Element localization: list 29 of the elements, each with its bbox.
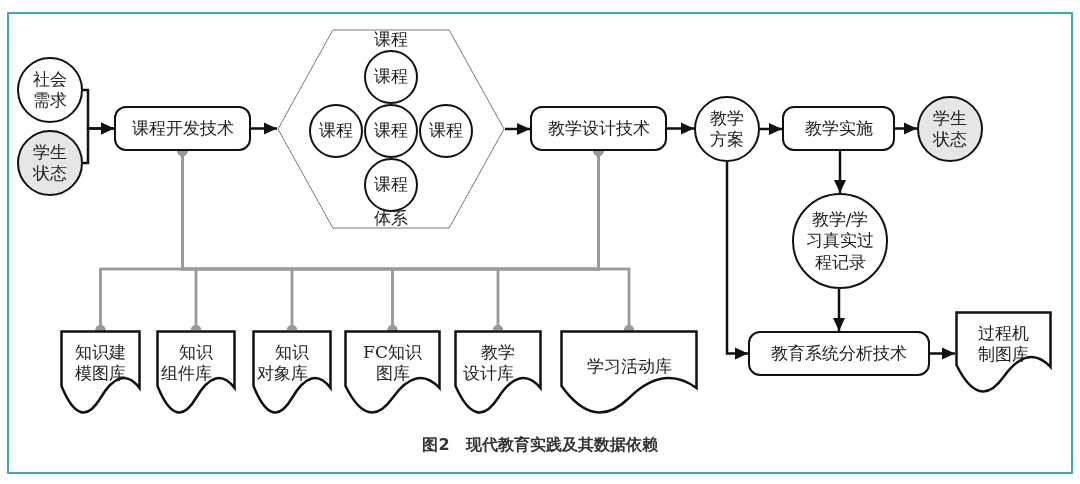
document-shape: 过程机制图库: [955, 311, 1052, 395]
circle-node: 社会需求: [17, 57, 83, 123]
arrow: [505, 123, 530, 135]
arrow: [760, 123, 782, 135]
arrow: [725, 162, 748, 360]
arrow: [834, 151, 846, 193]
process-box: 教育系统分析技术: [748, 331, 930, 376]
document-shape: 教学设计库: [454, 330, 542, 416]
document-shape: 知识建模图库: [60, 330, 141, 416]
arrow: [251, 122, 277, 135]
arrow: [895, 122, 917, 135]
hexagon-label: 课程: [373, 29, 409, 51]
arrow: [667, 122, 694, 135]
caption: 图2 现代教育实践及其数据依赖: [422, 435, 658, 454]
circle-node: 学生状态: [17, 130, 83, 196]
document-shape: 学习活动库: [560, 330, 698, 416]
process-box: 教学实施: [782, 106, 895, 151]
circle-node: 教学/学习真实过程记录: [792, 193, 888, 289]
process-box: 课程开发技术: [114, 106, 251, 151]
circle-node: 学生状态: [917, 96, 983, 162]
arrow: [83, 122, 114, 165]
document-shape: FC知识图库: [344, 330, 441, 416]
arrow: [930, 347, 955, 360]
process-box: 教学设计技术: [530, 106, 667, 151]
hexagon: [277, 29, 505, 229]
arrow: [833, 289, 845, 331]
document-shape: 知识组件库: [156, 330, 236, 416]
document-shape: 知识对象库: [252, 330, 332, 416]
circle-node: 教学方案: [694, 96, 760, 162]
